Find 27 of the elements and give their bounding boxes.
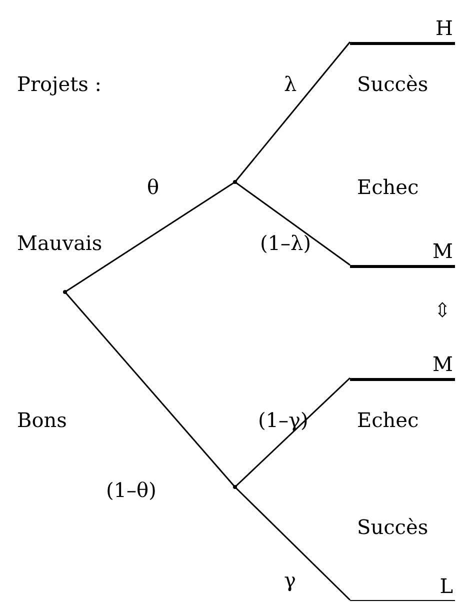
probability-label: λ xyxy=(284,72,297,96)
branch-label: Bons xyxy=(17,408,67,432)
branch-line xyxy=(64,181,236,293)
outcome-label: Succès xyxy=(357,72,428,96)
payoff-label: H xyxy=(436,16,453,40)
payoff-label: M xyxy=(432,352,453,376)
branch-line xyxy=(234,486,351,601)
probability-label: θ xyxy=(147,175,160,199)
branch-line xyxy=(64,292,236,488)
probability-label: (1–γ) xyxy=(258,408,308,432)
probability-label: (1–λ) xyxy=(260,231,312,255)
branch-line xyxy=(234,377,351,488)
probability-label: (1–θ) xyxy=(106,478,156,502)
branch-point xyxy=(233,180,237,184)
branch-point xyxy=(233,485,237,489)
equivalence-arrow-icon: ⇳ xyxy=(434,298,451,322)
heading-label: Projets : xyxy=(17,72,102,96)
branch-line xyxy=(234,181,350,266)
payoff-label: L xyxy=(440,574,453,598)
outcome-label: Echec xyxy=(357,408,419,432)
probability-label: γ xyxy=(284,568,296,592)
outcome-label: Echec xyxy=(357,175,419,199)
outcome-label: Succès xyxy=(357,515,428,539)
payoff-label: M xyxy=(432,239,453,263)
branch-point xyxy=(63,290,67,294)
branch-line xyxy=(234,42,351,182)
branch-label: Mauvais xyxy=(17,231,102,255)
